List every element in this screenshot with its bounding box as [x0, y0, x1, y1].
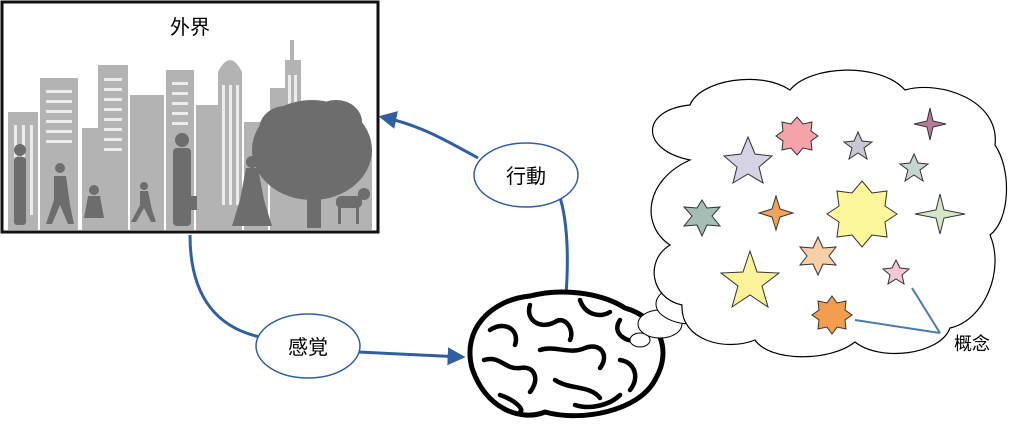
perception-arrow	[357, 347, 466, 366]
action-arrow	[378, 111, 479, 160]
concept-label: 概念	[954, 333, 990, 355]
perception-arrow-segment	[188, 234, 266, 340]
outside-world-title: 外界	[170, 15, 210, 39]
city-skyline-illustration	[8, 40, 372, 230]
tree-silhouette	[252, 100, 372, 228]
star-6point-peach	[798, 235, 838, 277]
star-4point-green	[914, 193, 966, 235]
concept-stars	[682, 107, 966, 335]
star-8point-yellow	[826, 180, 898, 248]
dog-silhouette	[336, 188, 370, 224]
action-ellipse	[473, 142, 579, 208]
perception-node: 感覚	[255, 313, 361, 379]
people-silhouettes	[14, 133, 272, 226]
concept-pointer-lines	[854, 287, 941, 334]
star-8point-pink	[775, 116, 819, 156]
star-5point-green-small	[898, 152, 930, 183]
concept-pointer-to-orange-star	[854, 319, 941, 334]
outside-world-panel: 外界	[0, 0, 380, 234]
star-4point-orange	[757, 194, 795, 232]
perception-ellipse	[255, 313, 361, 379]
star-5point-lavender-small	[842, 130, 874, 161]
action-node: 行動	[473, 142, 579, 208]
star-5point-pink-small	[881, 258, 911, 286]
concept-pointer-to-pink-star	[911, 287, 941, 334]
star-5point-yellow-large	[719, 249, 781, 309]
brain-icon	[467, 289, 666, 419]
action-label: 行動	[506, 164, 546, 188]
thought-dot-small	[629, 332, 651, 348]
star-5point-lavender	[722, 135, 774, 185]
thought-bubble	[629, 69, 1008, 358]
star-8point-orange	[811, 295, 853, 335]
star-4point-mauve	[913, 107, 947, 141]
perception-label: 感覚	[288, 335, 328, 359]
star-6point-teal	[682, 199, 722, 238]
